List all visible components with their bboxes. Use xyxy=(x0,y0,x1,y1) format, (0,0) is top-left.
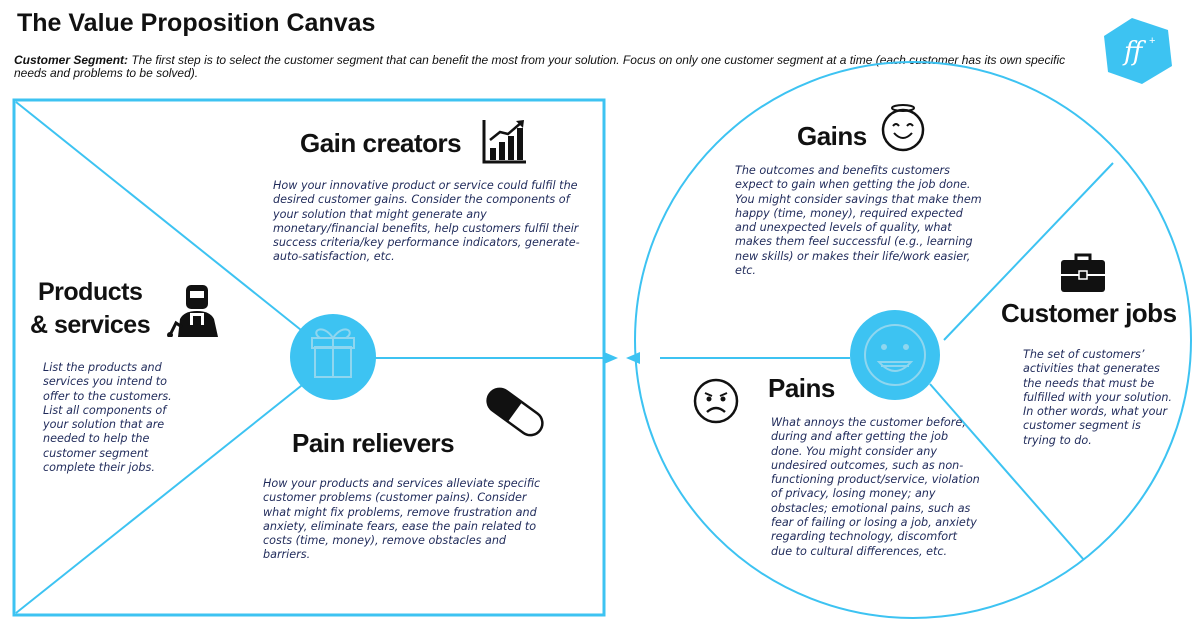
gift-icon xyxy=(311,328,355,378)
gain-creators-title: Gain creators xyxy=(300,128,462,158)
customer-profile-circle xyxy=(634,61,1192,619)
logo-sup: + xyxy=(1149,35,1155,47)
gain-creators-text: How your innovative product or service c… xyxy=(273,179,580,264)
intro-text: Customer Segment: The first step is to s… xyxy=(14,54,1089,80)
happy-face-icon xyxy=(881,104,925,152)
sad-face-icon xyxy=(693,378,739,424)
products-title: Products & services xyxy=(30,276,151,342)
products-title-line2: & services xyxy=(30,311,151,339)
customer-jobs-title: Customer jobs xyxy=(1001,298,1177,328)
grin-circle xyxy=(850,310,940,400)
growth-chart-icon xyxy=(482,120,526,164)
pains-title: Pains xyxy=(768,373,835,403)
circle-divider-top xyxy=(943,162,1114,341)
diagonal-bottom xyxy=(15,373,317,614)
page-title: The Value Proposition Canvas xyxy=(17,9,376,37)
pill-icon xyxy=(486,387,544,437)
gains-title: Gains xyxy=(797,121,867,151)
pain-relievers-title: Pain relievers xyxy=(292,428,455,458)
pains-text: What annoys the customer before, during … xyxy=(771,416,980,558)
diagonal-top xyxy=(15,101,317,343)
briefcase-icon xyxy=(1061,253,1105,292)
arrow-left xyxy=(626,352,640,364)
customer-jobs-text: The set of customers’ activities that ge… xyxy=(1023,348,1172,447)
products-text: List the products and services you inten… xyxy=(43,361,172,475)
gains-text: The outcomes and benefits customers expe… xyxy=(735,164,982,278)
circle-divider-bottom xyxy=(929,383,1085,561)
intro-body: The first step is to select the customer… xyxy=(14,53,1066,80)
pain-relievers-text: How your products and services alleviate… xyxy=(263,477,541,562)
grin-face-icon xyxy=(864,324,926,386)
ff-logo: ff + xyxy=(1104,18,1172,84)
intro-label: Customer Segment: xyxy=(14,53,129,67)
worker-icon xyxy=(167,285,218,337)
products-title-line1: Products xyxy=(38,278,143,306)
arrow-right xyxy=(604,352,618,364)
